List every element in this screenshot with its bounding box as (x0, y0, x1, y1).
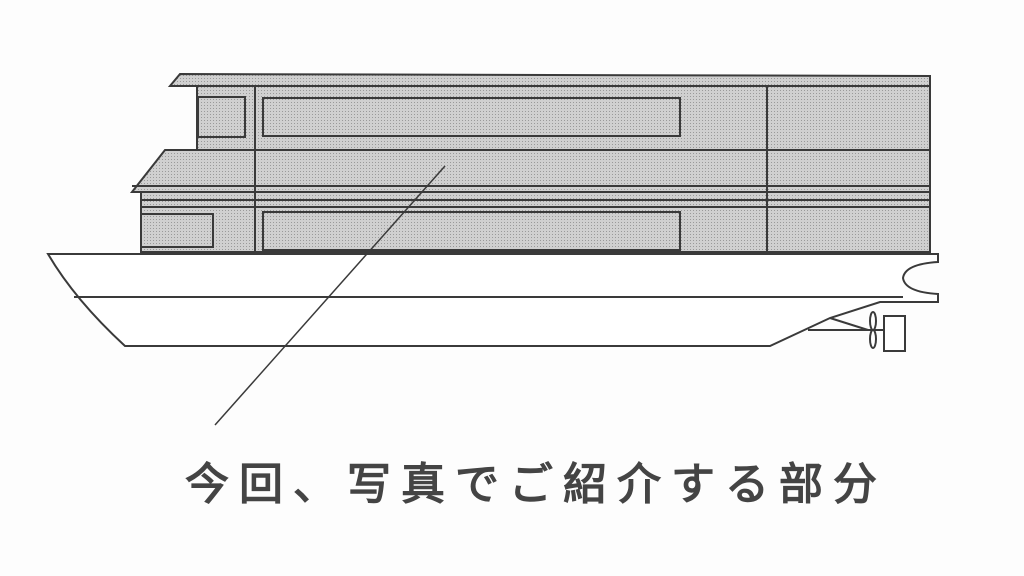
lower-long-window (262, 211, 681, 251)
upper-roof (167, 72, 931, 87)
rudder (883, 315, 906, 352)
propeller-blade-bottom (869, 329, 877, 349)
hull (46, 253, 939, 347)
upper-cabin (167, 72, 931, 151)
propeller-rudder (808, 311, 906, 352)
leader-line (214, 165, 446, 426)
hull-outline (46, 253, 939, 347)
upper-small-window (197, 96, 246, 138)
propeller-blade-top (869, 311, 877, 331)
shaft-strut (829, 317, 869, 331)
upper-long-window (262, 97, 681, 137)
lower-cabin (129, 149, 931, 253)
lower-small-window (140, 213, 214, 248)
caption-label: 今回、写真でご紹介する部分 (185, 459, 887, 510)
